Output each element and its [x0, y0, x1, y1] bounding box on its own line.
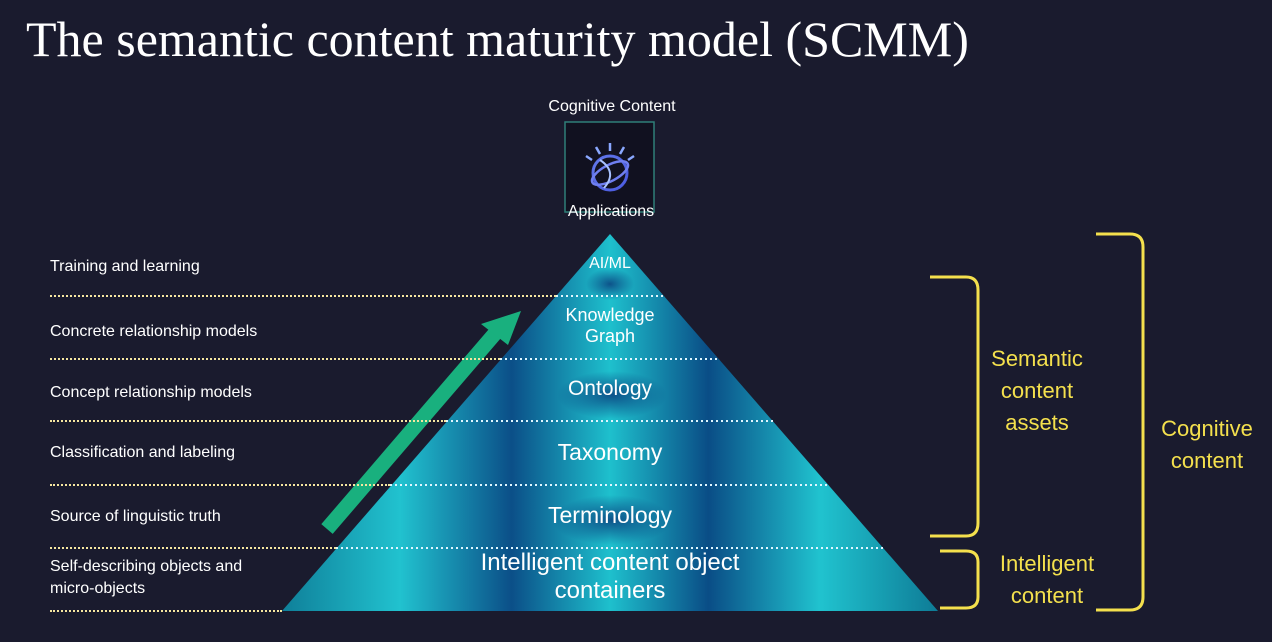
semantic-bracket: [930, 275, 980, 538]
dotted-divider: [50, 547, 336, 549]
tier-ontology: Ontology: [567, 377, 653, 400]
cognitive-content-bracket-label: Cognitive content: [1161, 416, 1253, 473]
level-label-concept: Concept relationship models: [50, 384, 252, 401]
level-label-linguistic: Source of linguistic truth: [50, 508, 221, 525]
level-label-training: Training and learning: [50, 258, 200, 275]
intelligent-content-label: Intelligent content: [999, 551, 1095, 608]
intelligent-bracket: [940, 549, 980, 610]
tier-separators: [336, 295, 884, 549]
level-label-self-describing: Self-describing objects and micro-object…: [50, 558, 243, 597]
tier-taxonomy: Taxonomy: [557, 439, 663, 465]
dotted-divider: [50, 295, 556, 297]
level-label-classification: Classification and labeling: [50, 444, 235, 461]
cognitive-content-label: Cognitive Content: [548, 98, 676, 115]
tier-ai-ml: AI/ML: [589, 255, 631, 272]
dotted-divider: [50, 420, 446, 422]
semantic-assets-label: Semantic content assets: [991, 346, 1083, 435]
dotted-divider: [50, 358, 500, 360]
tier-knowledge-graph: Knowledge Graph: [565, 305, 655, 346]
watson-globe-icon: [564, 121, 655, 213]
level-label-concrete: Concrete relationship models: [50, 323, 258, 340]
pyramid-shape: [282, 234, 938, 611]
cognitive-bracket: [1096, 232, 1145, 612]
tier-terminology: Terminology: [548, 502, 672, 528]
tier-intelligent-containers: Intelligent content object containers: [480, 549, 740, 604]
maturity-arrow: [321, 311, 521, 534]
page-title: The semantic content maturity model (SCM…: [26, 11, 969, 67]
dotted-divider: [50, 484, 390, 486]
dotted-divider: [50, 610, 282, 612]
applications-label: Applications: [567, 203, 655, 220]
